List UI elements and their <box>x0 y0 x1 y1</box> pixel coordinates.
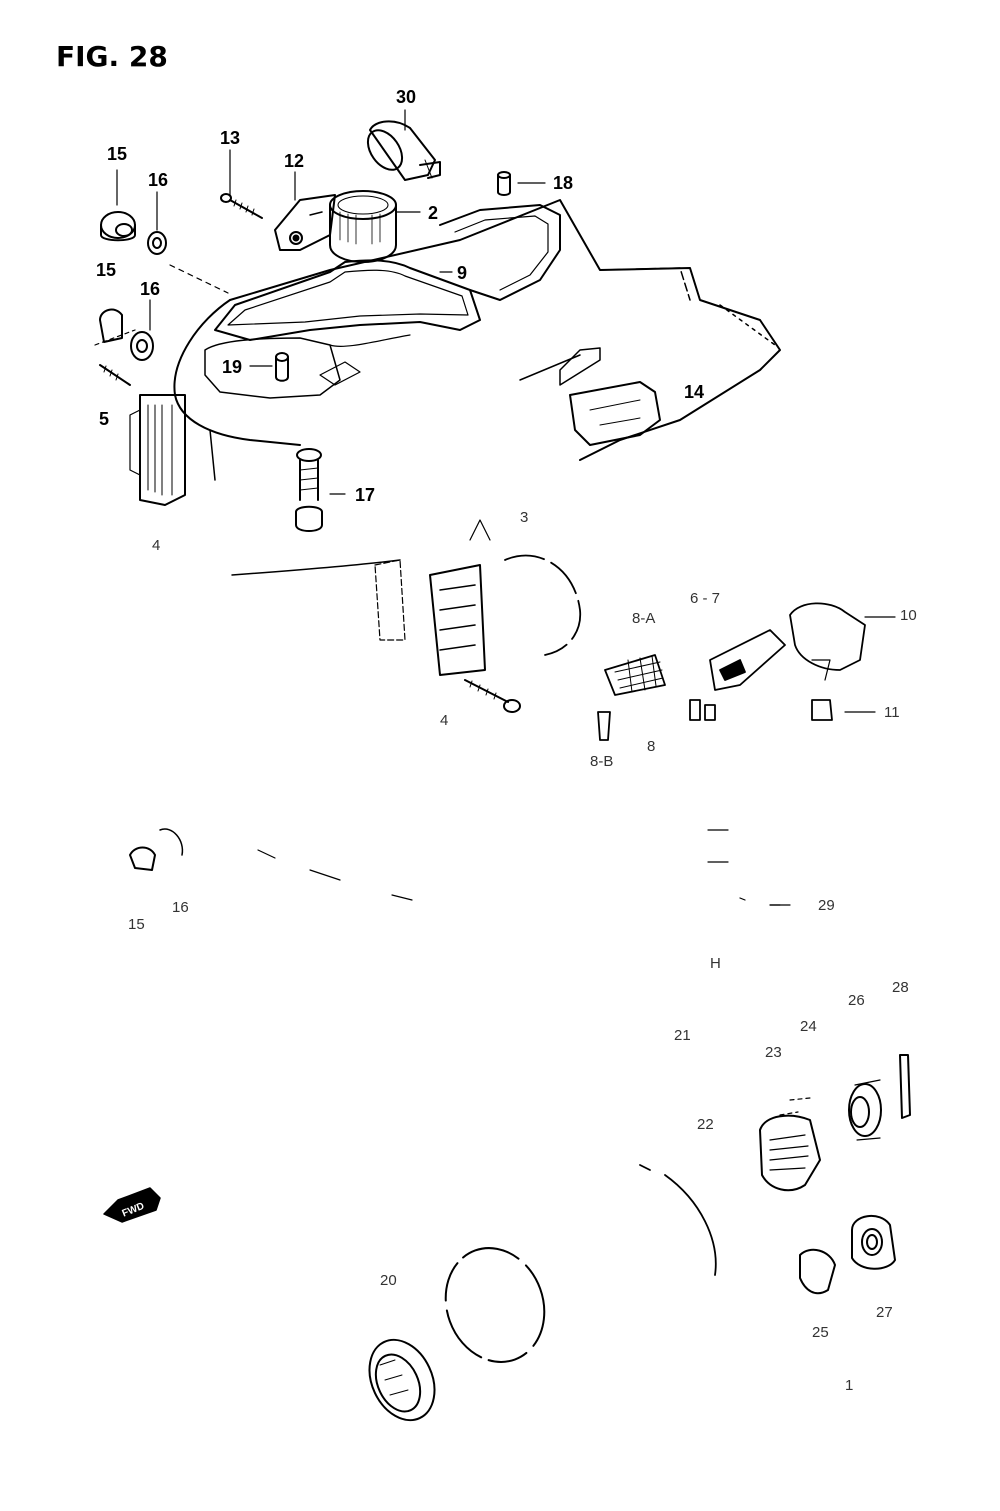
plug-part-15-upper <box>100 211 136 242</box>
nut-part-27 <box>851 1215 896 1270</box>
callout-15-upper: 15 <box>107 144 128 164</box>
inspection-plate <box>504 554 582 656</box>
callout-12: 12 <box>284 151 305 171</box>
pin-part-18 <box>497 171 511 196</box>
valve-assembly <box>689 602 866 721</box>
callout-8-B: 8-B <box>590 753 614 770</box>
callout-15-bottom: 15 <box>128 916 145 933</box>
fwd-arrow: FWD <box>103 1187 161 1223</box>
callout-21: 21 <box>674 1027 691 1044</box>
callout-16-upper: 16 <box>148 170 169 190</box>
bracket-part <box>274 194 336 251</box>
callout-4-lower: 4 <box>440 712 449 729</box>
filter-part-8 <box>597 654 666 741</box>
callout-9: 9 <box>457 263 468 283</box>
callout-28: 28 <box>892 979 909 996</box>
callout-2: 2 <box>428 203 439 223</box>
cover-part-14 <box>519 347 661 446</box>
callout-14: 14 <box>684 382 705 402</box>
plug-part-15-bottom <box>129 828 184 871</box>
bolt-part-17 <box>295 448 323 532</box>
middle-gasket-strips <box>374 519 491 676</box>
callout-H: H <box>710 955 721 972</box>
callout-27: 27 <box>876 1304 893 1321</box>
callout-29: 29 <box>818 897 835 914</box>
plug-part-15-lower <box>94 308 136 346</box>
washer-part-16-lower <box>130 331 154 361</box>
pin-part-28 <box>899 1054 911 1119</box>
callout-26: 26 <box>848 992 865 1009</box>
bearing-part-lower <box>368 1338 436 1422</box>
callout-6-7: 6 - 7 <box>690 590 721 607</box>
top-gasket <box>204 204 561 399</box>
callout-15-lower: 15 <box>96 260 117 280</box>
callout-19: 19 <box>222 357 243 377</box>
screw-part-13 <box>220 193 263 219</box>
washer-part-16-upper <box>147 231 167 255</box>
hidden-outline-lines <box>257 829 781 906</box>
callout-23: 23 <box>765 1044 782 1061</box>
pinion-gear-assembly <box>759 1097 821 1192</box>
callout-16-bottom: 16 <box>172 899 189 916</box>
pin-part-19 <box>275 352 289 382</box>
callout-5: 5 <box>99 409 110 429</box>
screw-part-4-lower <box>464 679 521 713</box>
callout-1: 1 <box>845 1377 854 1394</box>
callout-18: 18 <box>553 173 574 193</box>
callout-13: 13 <box>220 128 241 148</box>
callout-10: 10 <box>900 607 917 624</box>
callout-20: 20 <box>380 1272 397 1289</box>
callout-30: 30 <box>396 87 417 107</box>
callout-11: 11 <box>884 704 900 721</box>
washer-part-25 <box>799 1248 836 1295</box>
callout-8-A: 8-A <box>632 610 656 627</box>
callout-8: 8 <box>647 738 656 755</box>
leader-lines <box>116 109 896 906</box>
side-gasket-strip <box>129 394 186 506</box>
callout-22: 22 <box>697 1116 714 1133</box>
shim-part-21 <box>639 1164 717 1276</box>
callout-3: 3 <box>520 509 529 526</box>
bearing-part-26 <box>848 1079 882 1141</box>
callout-17: 17 <box>355 485 376 505</box>
o-ring-part-20 <box>444 1247 546 1363</box>
callout-24: 24 <box>800 1018 817 1035</box>
callout-25: 25 <box>812 1324 829 1341</box>
bolt-part-5 <box>99 364 131 386</box>
sleeve-part <box>329 190 397 263</box>
callout-4-upper: 4 <box>152 537 161 554</box>
figure-title: FIG. 28 <box>56 40 168 73</box>
plug-part-30 <box>366 120 441 181</box>
callout-16-lower: 16 <box>140 279 161 299</box>
